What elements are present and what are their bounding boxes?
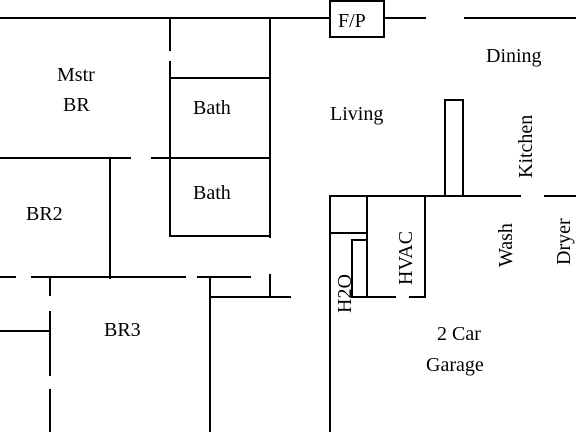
water-heater-label: H2O xyxy=(334,274,356,313)
room-labels: Mstr BR Bath Bath BR2 BR3 Living Dining … xyxy=(26,10,575,376)
washer-label: Wash xyxy=(495,223,517,267)
garage-label-line2: Garage xyxy=(426,354,484,376)
dining-label: Dining xyxy=(486,45,542,67)
dryer-label: Dryer xyxy=(553,218,575,265)
hvac-label: HVAC xyxy=(395,231,417,285)
master-bedroom-label-line2: BR xyxy=(63,94,90,116)
master-bedroom-label: Mstr xyxy=(57,64,95,86)
bedroom-3-label: BR3 xyxy=(104,319,141,341)
fireplace-label: F/P xyxy=(338,10,366,32)
garage-label: 2 Car xyxy=(437,323,481,345)
bedroom-2-label: BR2 xyxy=(26,203,63,225)
living-label: Living xyxy=(330,103,383,125)
bath-2-label: Bath xyxy=(193,182,231,204)
kitchen-label: Kitchen xyxy=(515,115,537,178)
bath-1-label: Bath xyxy=(193,97,231,119)
